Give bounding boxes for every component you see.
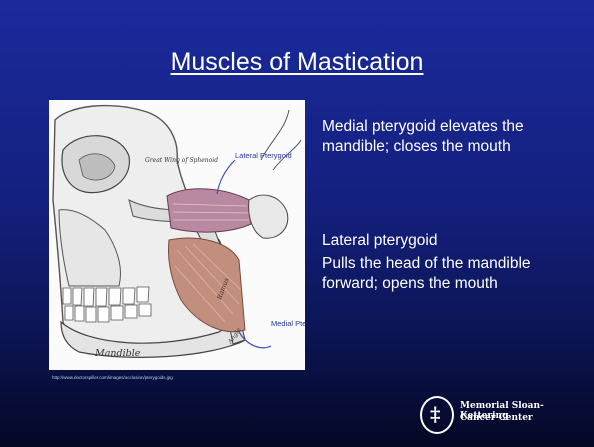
label-great-wing: Great Wing of Sphenoid [145, 157, 218, 164]
lateral-pterygoid-muscle [167, 189, 251, 232]
label-lateral-pterygoid: Lateral Pterygoid [235, 151, 292, 160]
figure-source-url: http://www.doctorspiller.com/images/occl… [52, 375, 173, 380]
msk-logo-icon: ‡ [420, 396, 454, 434]
slide-title: Muscles of Mastication [0, 48, 594, 77]
medial-pterygoid-text: Medial pterygoid elevates the mandible; … [322, 117, 582, 157]
skull-diagram: Lateral Pterygoid Medial Pter Great Wing… [49, 100, 305, 370]
logo-line2: Cancer Center [460, 413, 533, 423]
anatomy-illustration: Lateral Pterygoid Medial Pter Great Wing… [49, 100, 305, 370]
lateral-pterygoid-text: Pulls the head of the mandible forward; … [322, 254, 582, 294]
label-medial-pterygoid: Medial Pter [271, 319, 305, 328]
lateral-pterygoid-heading: Lateral pterygoid [322, 231, 582, 251]
msk-logo: ‡ Memorial Sloan-Kettering Cancer Center [420, 396, 590, 432]
label-mandible: Mandible [94, 348, 141, 359]
